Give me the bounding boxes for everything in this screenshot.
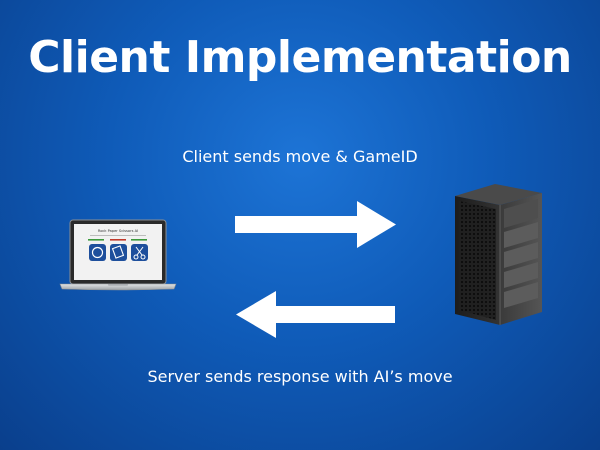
status-bar-red <box>110 239 126 241</box>
client-request-caption: Client sends move & GameID <box>182 147 418 166</box>
drive-bay <box>504 242 538 268</box>
status-bar-green <box>88 239 104 241</box>
laptop-base <box>59 283 177 291</box>
drive-bay <box>504 282 538 308</box>
server-vent-grille <box>459 201 496 320</box>
slide-title: Client Implementation <box>28 32 572 83</box>
drive-bay <box>504 262 538 288</box>
server-icon <box>455 184 542 325</box>
paper-tile-icon <box>110 244 127 261</box>
drive-bay <box>504 222 538 248</box>
rock-tile-icon <box>89 244 106 261</box>
laptop-icon: Rock Paper Scissors AI <box>59 219 177 291</box>
laptop-app-title: Rock Paper Scissors AI <box>98 229 138 233</box>
server-response-caption: Server sends response with AI’s move <box>147 367 453 386</box>
scissors-tile-icon <box>131 244 148 261</box>
arrow-right-icon <box>235 201 396 248</box>
status-bar-green-2 <box>131 239 147 241</box>
arrow-left-icon <box>236 291 395 338</box>
